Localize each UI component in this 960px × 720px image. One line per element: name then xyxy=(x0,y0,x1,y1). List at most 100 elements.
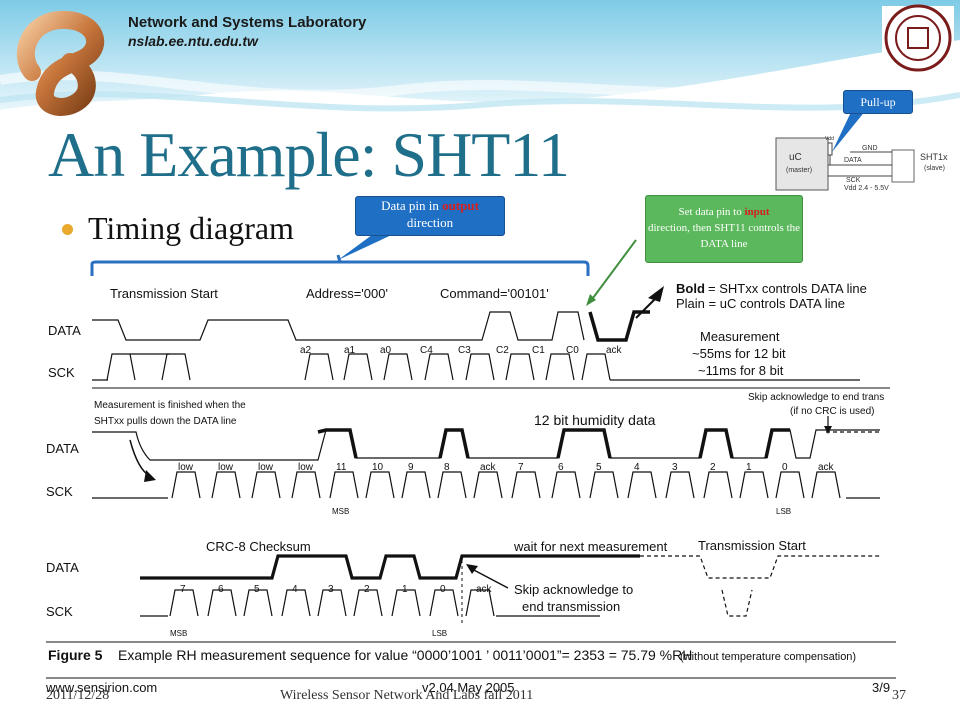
row2-data-waveform xyxy=(92,429,880,461)
row2-bit-label: 7 xyxy=(518,462,524,473)
row3-bit-label: ack xyxy=(476,584,493,595)
row3-sck-label: SCK xyxy=(46,604,73,619)
bullet-marker xyxy=(62,224,73,235)
row1-data-waveform xyxy=(92,311,585,341)
measurement-label: Measurement xyxy=(700,329,780,344)
row3-data-label: DATA xyxy=(46,560,79,575)
row2-bit-label: low xyxy=(178,462,194,473)
row1-bit-label: a0 xyxy=(380,345,392,356)
row3-bit-label: 5 xyxy=(254,584,260,595)
pullup-schematic: uC (master) SHT1x (slave) Vdd GND DATA S… xyxy=(775,136,948,192)
legend-bold-desc: = SHTxx controls DATA line xyxy=(708,281,867,296)
svg-text:uC: uC xyxy=(789,152,802,163)
wait-label: wait for next measurement xyxy=(513,539,668,554)
pullup-callout: Pull-up xyxy=(843,90,913,114)
humidity-data-label: 12 bit humidity data xyxy=(534,412,656,428)
row3-msb-label: MSB xyxy=(170,629,187,638)
svg-text:Vdd 2.4 - 5.5V: Vdd 2.4 - 5.5V xyxy=(844,185,889,192)
output-direction-callout: Data pin in output direction xyxy=(355,196,505,236)
row1-sck-idle xyxy=(92,353,860,381)
row2-bit-label: ack xyxy=(818,462,835,473)
crc-label: CRC-8 Checksum xyxy=(206,539,311,554)
lab-logo-icon xyxy=(16,10,105,116)
row1-bit-label: C2 xyxy=(496,345,509,356)
svg-text:GND: GND xyxy=(862,145,878,152)
row2-sck-waveform xyxy=(171,471,841,499)
svg-text:Vdd: Vdd xyxy=(825,136,834,142)
svg-text:SCK: SCK xyxy=(846,177,861,184)
row3-sck-waveform xyxy=(169,589,495,617)
row2-bit-label: 2 xyxy=(710,462,716,473)
row1-bit-label: C4 xyxy=(420,345,433,356)
row1-sck-label: SCK xyxy=(48,365,75,380)
row1-sck-waveform xyxy=(106,353,611,381)
row1-data-bold-waveform xyxy=(588,310,650,342)
footer-course: Wireless Sensor Network And Labs fall 20… xyxy=(280,688,534,703)
row3-transmission-start-label: Transmission Start xyxy=(698,538,806,553)
bullet-text: Timing diagram xyxy=(88,210,294,246)
row3-lsb-label: LSB xyxy=(432,629,447,638)
row3-skip-line1: Skip acknowledge to xyxy=(514,582,633,597)
footer-date: 2011/12/28 xyxy=(46,688,110,703)
row3-bit-label: 2 xyxy=(364,584,370,595)
row2-bit-label: 10 xyxy=(372,462,384,473)
row2-bit-label: 4 xyxy=(634,462,640,473)
transmission-start-label: Transmission Start xyxy=(110,286,218,301)
source-version: v2.04 May 2005 xyxy=(422,680,515,695)
row2-bit-label: 3 xyxy=(672,462,678,473)
row2-data-bold-waveform xyxy=(317,428,790,459)
figure-caption-note: (without temperature compensation) xyxy=(680,651,856,663)
figure-label: Figure 5 xyxy=(48,647,103,663)
skip-note-line1: Skip acknowledge to end trans xyxy=(748,392,884,403)
row3-bit-label: 6 xyxy=(218,584,224,595)
row2-bit-label: 0 xyxy=(782,462,788,473)
finish-note-line1: Measurement is finished when the xyxy=(94,400,246,411)
row2-bit-label: 5 xyxy=(596,462,602,473)
row2-bit-label: ack xyxy=(480,462,497,473)
slide-title: An Example: SHT11 xyxy=(48,119,570,190)
row1-data-label: DATA xyxy=(48,323,81,338)
row3-data-waveform xyxy=(640,555,882,579)
address-label: Address='000' xyxy=(306,286,388,301)
row3-bit-label: 1 xyxy=(402,584,408,595)
row1-bit-label: C3 xyxy=(458,345,471,356)
row2-bit-label: low xyxy=(258,462,274,473)
skip-note-line2: (if no CRC is used) xyxy=(790,406,874,417)
svg-text:DATA: DATA xyxy=(844,157,862,164)
finish-arrow-icon xyxy=(144,470,156,482)
row3-bit-label: 3 xyxy=(328,584,334,595)
row3-skip-arrow-line xyxy=(469,567,509,589)
lab-name: Network and Systems Laboratory xyxy=(128,14,367,31)
lab-url: nslab.ee.ntu.edu.tw xyxy=(128,33,258,49)
figure-caption: Example RH measurement sequence for valu… xyxy=(118,647,692,663)
row3-skip-arrow-icon xyxy=(466,564,478,574)
footer-page: 37 xyxy=(892,688,906,703)
timing-diagram: DATA SCK Transmission Start Address='000' Co… xyxy=(45,281,896,695)
finish-note-line2: SHTxx pulls down the DATA line xyxy=(94,416,237,427)
row1-bit-label: ack xyxy=(606,345,623,356)
skip-arrow-icon xyxy=(824,426,832,434)
row3-bit-label: 0 xyxy=(440,584,446,595)
row3-sck-dashed xyxy=(721,589,753,617)
row1-bit-label: a1 xyxy=(344,345,356,356)
row2-bit-label: 6 xyxy=(558,462,564,473)
bold-arrow-line xyxy=(635,297,657,319)
row2-bit-label: 9 xyxy=(408,462,414,473)
row2-data-label: DATA xyxy=(46,441,79,456)
bold-arrow-icon xyxy=(648,286,664,302)
command-label: Command='00101' xyxy=(440,286,549,301)
row2-lsb-label: LSB xyxy=(776,507,791,516)
row1-bit-label: C1 xyxy=(532,345,545,356)
svg-text:SHT1x: SHT1x xyxy=(920,152,948,162)
row3-data-bold-waveform xyxy=(140,554,640,580)
row2-msb-label: MSB xyxy=(332,507,349,516)
row2-bit-label: 8 xyxy=(444,462,450,473)
svg-text:(master): (master) xyxy=(786,167,812,174)
row3-bit-label: 4 xyxy=(292,584,298,595)
row2-bit-label: 1 xyxy=(746,462,752,473)
row2-sck-label: SCK xyxy=(46,484,73,499)
measurement-12bit: ~55ms for 12 bit xyxy=(692,346,786,361)
row1-bit-label: a2 xyxy=(300,345,312,356)
source-url: www.sensirion.com xyxy=(45,680,157,695)
